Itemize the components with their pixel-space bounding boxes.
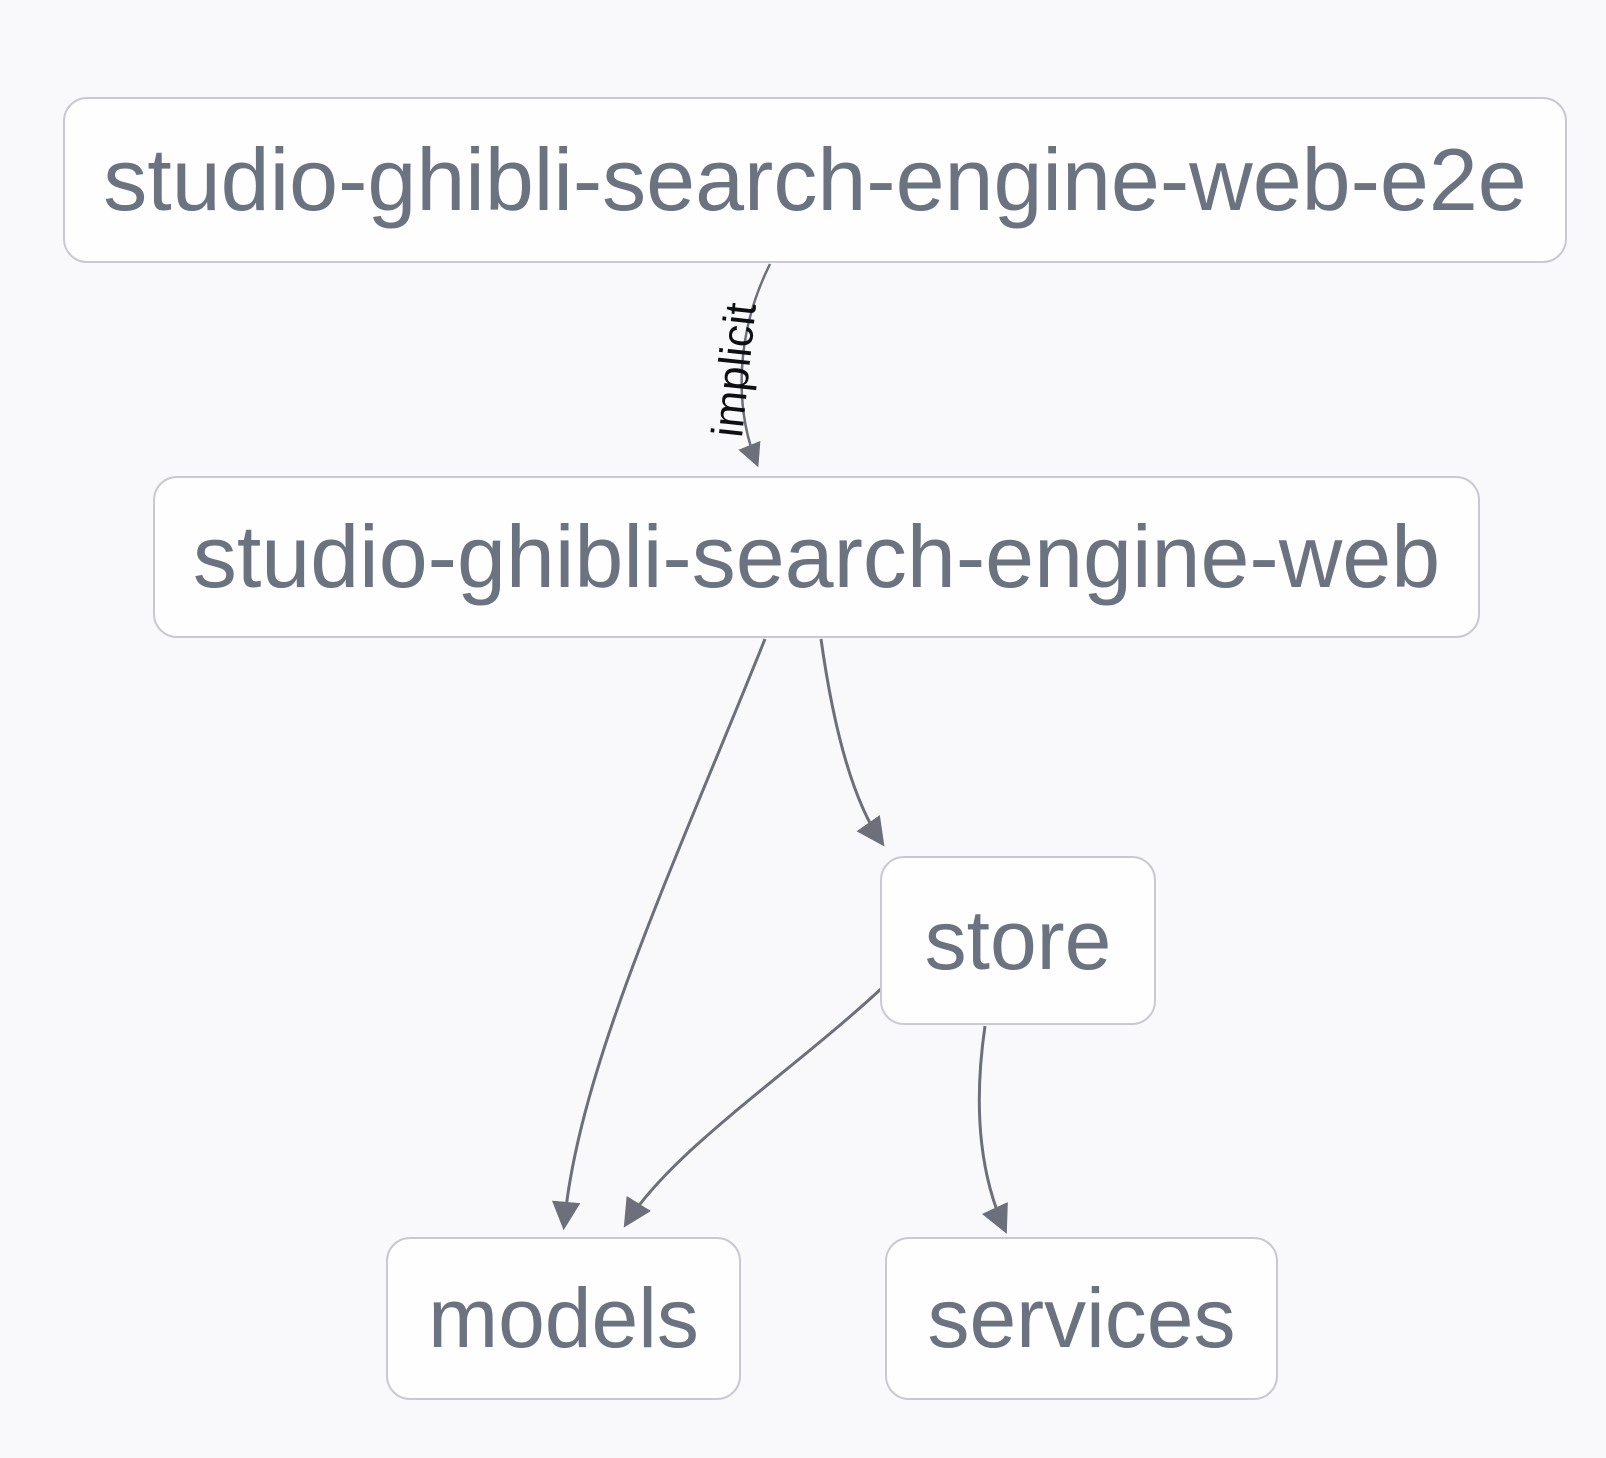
node-services[interactable]: services [885,1237,1278,1400]
node-label: models [428,1271,699,1365]
node-label: studio-ghibli-search-engine-web [192,507,1441,606]
node-label: services [927,1271,1236,1365]
edge-store-to-models [623,986,884,1228]
edge-label-implicit: implicit [703,300,766,440]
edge-store-to-services [977,1025,1008,1234]
node-models[interactable]: models [386,1237,741,1400]
node-studio-ghibli-search-engine-web-e2e[interactable]: studio-ghibli-search-engine-web-e2e [63,97,1567,263]
edge-web-to-store [819,638,885,847]
node-studio-ghibli-search-engine-web[interactable]: studio-ghibli-search-engine-web [153,476,1480,638]
node-label: store [924,893,1112,987]
edge-web-to-models [551,638,767,1231]
node-store[interactable]: store [880,856,1156,1025]
node-label: studio-ghibli-search-engine-web-e2e [103,130,1527,229]
